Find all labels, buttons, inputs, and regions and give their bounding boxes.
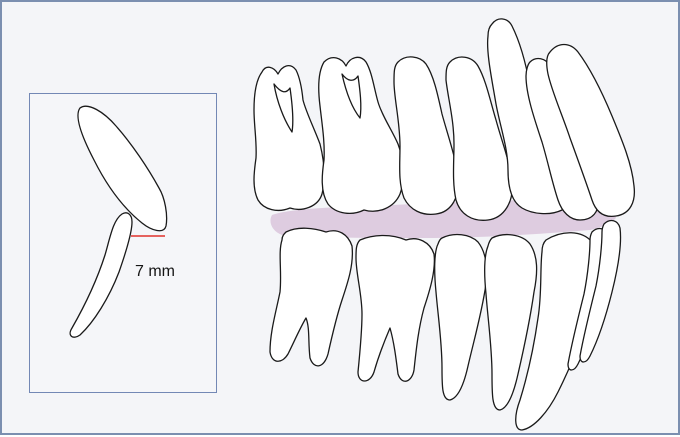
lower-premolar-1 — [435, 235, 487, 400]
upper-molar-1 — [254, 66, 324, 211]
inset-upper-incisor — [78, 106, 167, 230]
lower-molar-1 — [270, 228, 352, 366]
inset-lower-incisor — [70, 213, 132, 337]
measurement-label: 7 mm — [135, 263, 175, 281]
lower-molar-2 — [356, 236, 434, 382]
upper-molar-2 — [319, 57, 404, 213]
inset-incisors — [70, 106, 166, 337]
lower-arch — [270, 221, 621, 430]
upper-arch — [254, 19, 634, 220]
